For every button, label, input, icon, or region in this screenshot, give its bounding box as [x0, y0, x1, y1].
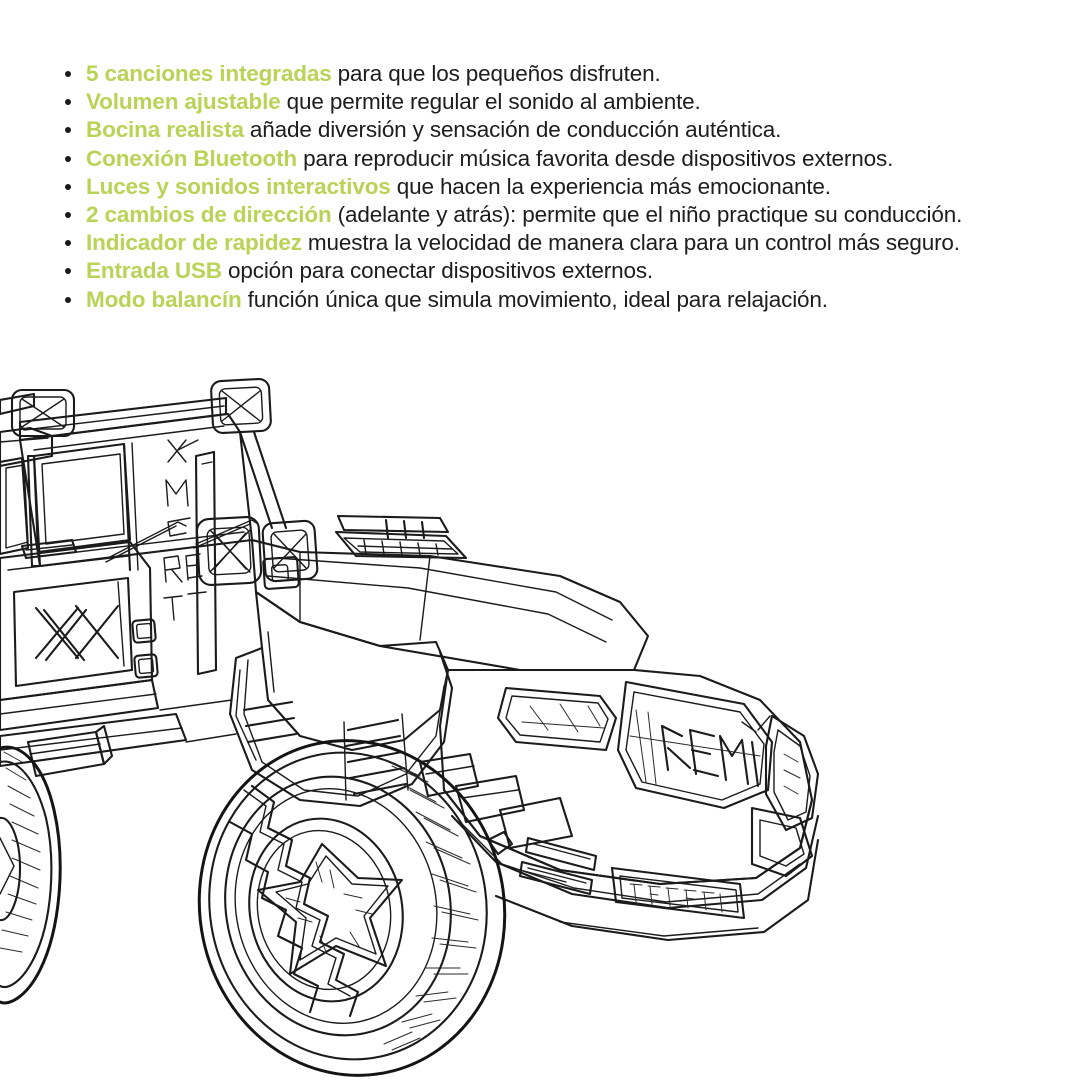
feature-highlight: Modo balancín — [86, 286, 242, 312]
running-board-group — [0, 678, 188, 778]
wheel-hub-star — [256, 842, 404, 976]
pillar-brand-text — [163, 439, 207, 621]
feature-description: que hacen la experiencia más emocionante… — [390, 173, 831, 199]
list-item: Volumen ajustable que permite regular el… — [60, 88, 1060, 116]
feature-description: añade diversión y sensación de conducció… — [243, 117, 782, 143]
feature-description: para que los pequeños disfruten. — [331, 61, 661, 86]
feature-highlight: Conexión Bluetooth — [86, 145, 298, 171]
feature-description: (adelante y atrás): permite que el niño … — [331, 202, 963, 228]
front-wheel-group — [197, 739, 507, 1077]
list-item: Bocina realista añade diversión y sensac… — [60, 116, 1060, 144]
bullet-icon — [65, 240, 71, 247]
bullet-icon — [65, 183, 71, 190]
vehicle-line-drawing — [0, 370, 880, 1082]
feature-highlight: Volumen ajustable — [86, 89, 281, 115]
feature-highlight: 2 cambios de dirección — [86, 202, 332, 228]
mirror-lamp-group — [194, 450, 300, 676]
tyre-tread — [383, 759, 479, 1051]
bullet-icon — [65, 296, 71, 303]
list-item: Entrada USB opción para conectar disposi… — [60, 257, 1060, 285]
bullet-icon — [65, 99, 71, 106]
bullet-icon — [65, 212, 71, 219]
list-item: Modo balancín función única que simula m… — [60, 286, 1060, 314]
feature-highlight: Luces y sonidos interactivos — [86, 173, 391, 199]
feature-description: función única que simula movimiento, ide… — [241, 286, 828, 312]
side-body-group — [0, 439, 207, 702]
feature-highlight: 5 canciones integradas — [86, 61, 332, 86]
license-plate-text — [629, 883, 723, 913]
rear-wheel-group — [0, 745, 62, 1005]
list-item: Luces y sonidos interactivos que hacen l… — [60, 173, 1060, 201]
feature-highlight: Entrada USB — [86, 258, 222, 284]
bullet-icon — [65, 127, 71, 134]
feature-highlight: Bocina realista — [86, 117, 244, 143]
bullet-icon — [65, 268, 71, 275]
feature-list: 5 canciones integradas para que los pequ… — [60, 60, 1060, 314]
list-item: 5 canciones integradas para que los pequ… — [60, 60, 1060, 88]
front-fender-group — [228, 590, 454, 808]
feature-description: para reproducir música favorita desde di… — [297, 145, 894, 171]
list-item: Indicador de rapidez muestra la velocida… — [60, 229, 1060, 257]
feature-description: que permite regular el sonido al ambient… — [280, 89, 701, 115]
suspension-group — [242, 700, 574, 850]
list-item: Conexión Bluetooth para reproducir músic… — [60, 145, 1060, 173]
bullet-icon — [65, 155, 71, 162]
list-item: 2 cambios de dirección (adelante y atrás… — [60, 201, 1060, 229]
feature-description: opción para conectar dispositivos extern… — [221, 258, 654, 284]
feature-description: muestra la velocidad de manera clara par… — [301, 230, 960, 256]
bullet-icon — [65, 71, 71, 77]
lower-body-lines — [159, 699, 567, 883]
feature-highlight: Indicador de rapidez — [86, 230, 302, 256]
hood-group — [250, 514, 650, 672]
grille-brand-text — [660, 715, 771, 788]
